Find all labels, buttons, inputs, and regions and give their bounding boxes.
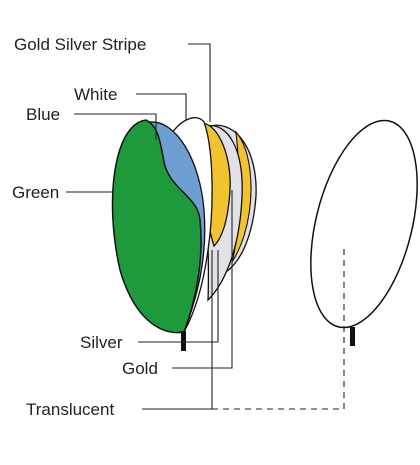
leader-lines (66, 43, 345, 410)
diagram-labels: Gold Silver Stripe White Blue Green Silv… (12, 35, 158, 419)
reflector-handle (181, 331, 186, 351)
label-translucent: Translucent (26, 400, 114, 419)
translucent-disc (310, 119, 418, 329)
label-silver: Silver (80, 333, 123, 352)
label-gold: Gold (122, 359, 158, 378)
label-gold-silver-stripe: Gold Silver Stripe (14, 35, 146, 54)
translucent-handle (350, 327, 355, 346)
label-green: Green (12, 183, 59, 202)
label-white: White (74, 85, 117, 104)
label-blue: Blue (26, 105, 60, 124)
green-disc (111, 119, 202, 334)
reflector-stack-icon (111, 117, 257, 351)
translucent-diffuser-icon (310, 119, 418, 346)
